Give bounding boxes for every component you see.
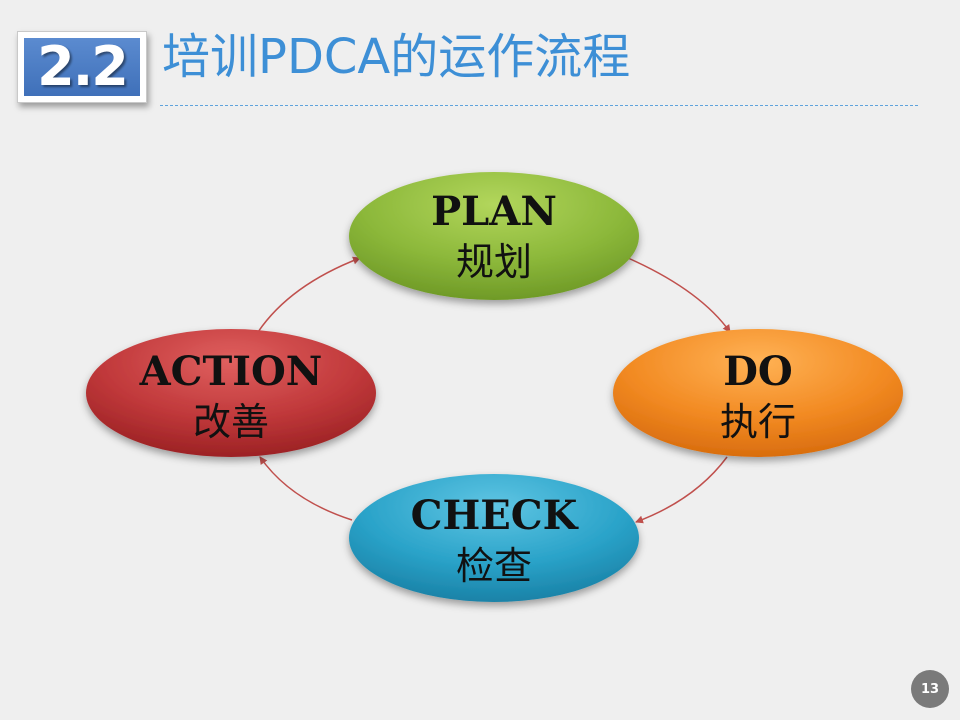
node-plan-ellipse: [349, 172, 639, 300]
page-title: 培训PDCA的运作流程: [162, 29, 631, 85]
node-check: CHECK 检查: [349, 474, 639, 602]
node-action-label-zh: 改善: [193, 400, 269, 444]
arrow-check-to-action: [259, 456, 353, 521]
page-number-badge: 13: [911, 670, 949, 708]
node-check-label-en: CHECK: [411, 492, 579, 539]
node-do: DO 执行: [613, 329, 903, 457]
arrow-action-to-plan: [257, 256, 361, 333]
node-do-ellipse: [613, 329, 903, 457]
node-check-ellipse: [349, 474, 639, 602]
node-check-label-zh: 检查: [456, 544, 532, 588]
page-number: 13: [920, 681, 940, 697]
node-do-label-en: DO: [723, 348, 793, 395]
title-divider: [160, 105, 918, 106]
arrow-do-to-check: [635, 456, 728, 524]
node-plan: PLAN 规划: [349, 172, 639, 300]
node-action-ellipse: [86, 329, 376, 457]
section-number: 2.2: [37, 35, 129, 98]
section-badge: 2.2: [17, 31, 147, 103]
node-action: ACTION 改善: [86, 329, 376, 457]
section-badge-fill: 2.2: [24, 38, 140, 96]
node-plan-label-zh: 规划: [456, 240, 532, 284]
node-do-label-zh: 执行: [720, 400, 796, 444]
arrow-plan-to-do: [627, 257, 731, 333]
node-plan-label-en: PLAN: [431, 188, 557, 235]
node-action-label-en: ACTION: [139, 348, 323, 395]
